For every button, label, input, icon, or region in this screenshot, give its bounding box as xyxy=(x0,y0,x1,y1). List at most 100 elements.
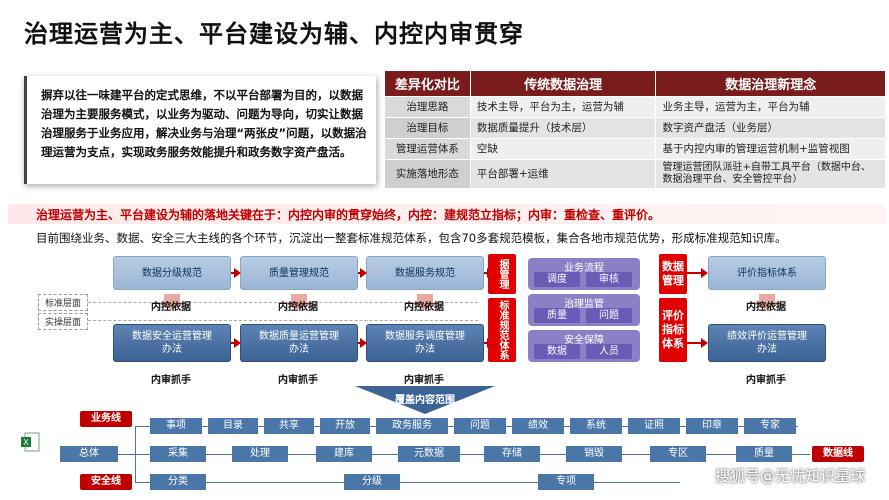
group-business-flow: 业务流程 调度 审核 xyxy=(528,258,640,290)
layer-divider xyxy=(38,320,478,321)
row-connector xyxy=(148,454,810,455)
table-header-row: 差异化对比 传统数据治理 数据治理新理念 xyxy=(384,70,886,97)
group-title: 业务流程 xyxy=(564,263,604,274)
key-line-background xyxy=(8,204,886,224)
tree-connector xyxy=(135,482,148,483)
spec-box-evaluation: 评价指标体系 xyxy=(708,256,826,290)
tree-connector xyxy=(135,426,148,427)
data-item: 专区 xyxy=(650,446,706,462)
watermark: 搜狐号@无忧知识星球 xyxy=(714,467,865,485)
inner-audit-label: 内审抓手 xyxy=(746,375,786,386)
red-label-data-management: 据管理 xyxy=(488,254,516,294)
data-item: 元数据 xyxy=(398,446,460,462)
business-item: 专家 xyxy=(744,418,796,434)
red-label-standards: 标准规范体系 xyxy=(488,298,516,362)
group-security: 安全保障 数据 人员 xyxy=(528,330,640,362)
down-arrow-icon xyxy=(749,294,785,310)
svg-text:X: X xyxy=(23,438,29,447)
key-line: 治理运营为主、平台建设为辅的落地关键在于：内控内审的贯穿始终，内控：建规范立指标… xyxy=(36,208,661,222)
data-item: 存储 xyxy=(484,446,540,462)
table-cell: 管理运营体系 xyxy=(384,138,471,160)
inner-basis-label: 内控依据 xyxy=(404,302,444,313)
flow-arrow xyxy=(686,268,708,278)
red-label-data-management-right: 数据管理 xyxy=(659,254,687,294)
security-item: 专项 xyxy=(538,474,594,490)
table-header: 传统数据治理 xyxy=(469,70,657,97)
table-row: 治理思路 技术主导，平台为主，运营为辅 业务主导，运营为主，平台为辅 xyxy=(384,96,886,118)
table-cell: 技术主导，平台为主，运营为辅 xyxy=(469,96,657,118)
flow-arrow xyxy=(358,268,367,278)
table-row: 实施落地形态 平台部署+运维 管理运营团队派驻+自带工具平台（数据中台、数据治理… xyxy=(384,159,886,189)
data-line-tag: 数据线 xyxy=(812,446,864,462)
business-item: 共享 xyxy=(264,418,314,434)
inner-audit-label: 内审抓手 xyxy=(278,375,318,386)
row-connector xyxy=(148,482,680,483)
spec-box-quality: 质量管理规范 xyxy=(240,256,358,290)
business-item: 印章 xyxy=(686,418,738,434)
group-title: 安全保障 xyxy=(564,335,604,346)
group-chip: 人员 xyxy=(586,344,632,359)
table-header: 数据治理新理念 xyxy=(655,70,886,97)
tree-connector xyxy=(118,454,148,455)
group-chip: 审核 xyxy=(586,272,632,287)
table-cell: 实施落地形态 xyxy=(384,159,471,189)
intro-card: 摒弃以往一味建平台的定式思维，不以平台部署为目的，以数据治理为主要服务模式，以业… xyxy=(24,76,376,184)
spec-box-grading: 数据分级规范 xyxy=(113,256,231,290)
table-cell: 基于内控内审的管理运营机制+监管视图 xyxy=(655,138,886,160)
security-item: 分类 xyxy=(150,474,206,490)
management-box-quality: 数据质量运营管理办法 xyxy=(240,324,358,362)
down-arrow-icon xyxy=(281,294,317,310)
flow-arrow xyxy=(686,338,708,348)
data-item: 采集 xyxy=(150,446,206,462)
flow-arrow xyxy=(231,338,241,348)
business-item: 政务服务 xyxy=(376,418,448,434)
inner-basis-label: 内控依据 xyxy=(151,302,191,313)
table-cell: 管理运营团队派驻+自带工具平台（数据中台、数据治理平台、安全管控平台） xyxy=(655,159,886,189)
group-chip: 数据 xyxy=(534,344,580,359)
comparison-table: 差异化对比 传统数据治理 数据治理新理念 治理思路 技术主导，平台为主，运营为辅… xyxy=(384,70,886,189)
business-item: 绩效 xyxy=(512,418,564,434)
group-chip: 调度 xyxy=(534,272,580,287)
table-cell: 业务主导，运营为主，平台为辅 xyxy=(655,96,886,118)
management-box-evaluation: 绩效评价运营管理办法 xyxy=(708,324,826,362)
data-item: 销毁 xyxy=(566,446,622,462)
cover-scope-arrow xyxy=(355,386,495,414)
table-cell: 空缺 xyxy=(469,138,657,160)
scope-root: 总体 xyxy=(60,446,118,462)
layer-operation-label: 实操层面 xyxy=(38,313,89,330)
business-item: 事项 xyxy=(150,418,202,434)
data-item: 处理 xyxy=(232,446,288,462)
layer-divider xyxy=(38,302,478,303)
group-chip: 质量 xyxy=(534,308,580,323)
data-item: 质量 xyxy=(736,446,792,462)
business-item: 系统 xyxy=(570,418,622,434)
management-box-service: 数据服务调度管理办法 xyxy=(366,324,484,362)
group-title: 治理监管 xyxy=(564,299,604,310)
red-label-evaluation-system: 评价指标体系 xyxy=(659,298,687,362)
group-chip: 问题 xyxy=(586,308,632,323)
table-cell: 数据质量提升（技术层） xyxy=(469,117,657,139)
down-arrow-icon xyxy=(154,294,190,310)
cover-scope-label: 覆盖内容范围 xyxy=(395,395,455,406)
group-governance: 治理监管 质量 问题 xyxy=(528,294,640,326)
spec-box-service: 数据服务规范 xyxy=(366,256,484,290)
business-item: 问题 xyxy=(454,418,506,434)
table-cell: 数字资产盘活（业务层） xyxy=(655,117,886,139)
table-cell: 治理思路 xyxy=(384,96,471,118)
table-header: 差异化对比 xyxy=(384,70,471,97)
inner-audit-label: 内审抓手 xyxy=(151,375,191,386)
flow-arrow xyxy=(358,338,367,348)
down-arrow-icon xyxy=(407,294,443,310)
inner-basis-label: 内控依据 xyxy=(278,302,318,313)
business-item: 证照 xyxy=(628,418,680,434)
business-line-tag: 业务线 xyxy=(80,411,132,427)
flow-arrow xyxy=(231,268,241,278)
summary-text: 目前围绕业务、数据、安全三大主线的各个环节，沉淀出一整套标准规范体系，包含70多… xyxy=(36,231,787,245)
inner-audit-label: 内审抓手 xyxy=(404,375,444,386)
business-item: 目录 xyxy=(208,418,258,434)
excel-file-icon: X xyxy=(21,432,40,452)
table-cell: 平台部署+运维 xyxy=(469,159,657,189)
page-title: 治理运营为主、平台建设为辅、内控内审贯穿 xyxy=(24,20,524,48)
table-cell: 治理目标 xyxy=(384,117,471,139)
management-box-security: 数据安全运营管理办法 xyxy=(113,324,231,362)
